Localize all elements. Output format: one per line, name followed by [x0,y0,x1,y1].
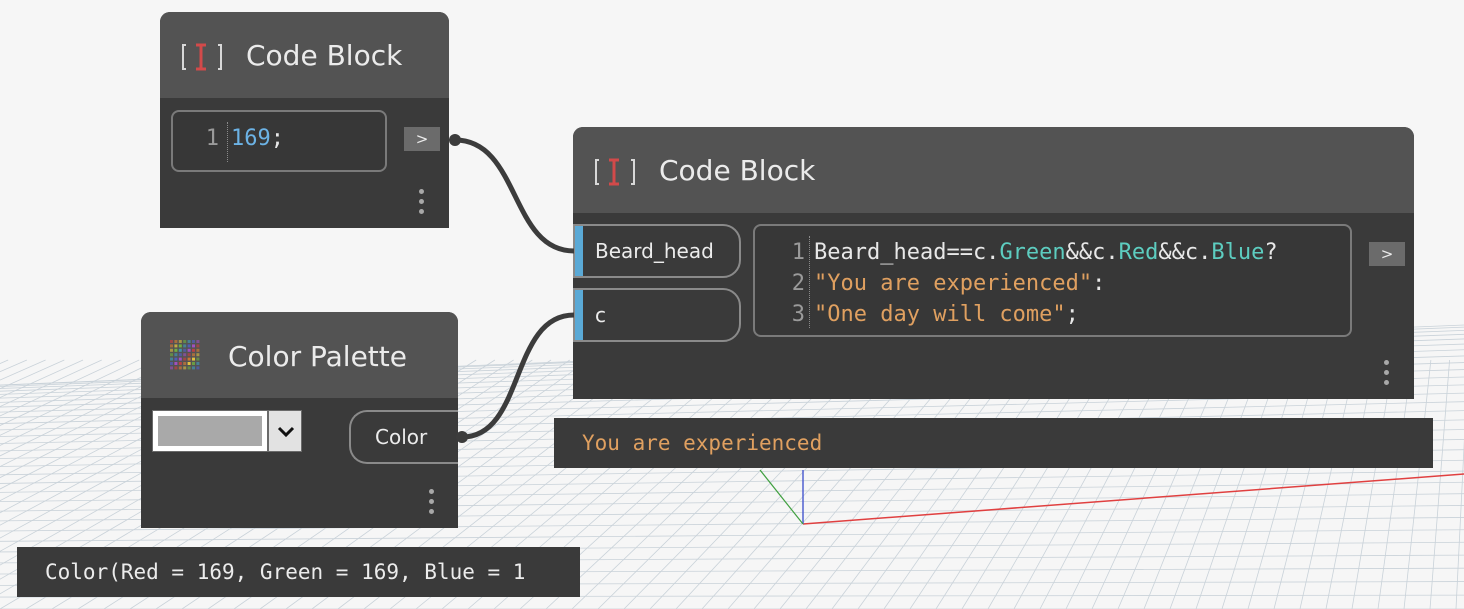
node-menu-icon[interactable] [429,489,435,519]
code-token: ? [1264,240,1278,265]
chevron-down-icon [277,426,295,438]
port-accent [575,290,583,340]
code-block-icon [595,158,635,186]
line-gutter [227,122,228,162]
output-port-color[interactable]: Color [349,410,458,464]
node-preview-bubble: Color(Red = 169, Green = 169, Blue = 1 [17,547,580,597]
node-title: Code Block [659,154,816,187]
code-terminator: ; [270,126,284,151]
code-block-node-main[interactable]: Code Block Beard_head c 1 2 3 Beard_head… [573,127,1414,399]
node-title: Code Block [246,39,403,72]
code-line: 169; [231,126,284,151]
input-port-label: c [595,303,606,327]
selected-color-swatch [158,416,262,446]
input-port-beard-head[interactable]: Beard_head [573,224,741,278]
code-token: Blue [1211,240,1265,265]
preview-value: Color(Red = 169, Green = 169, Blue = 1 [45,560,526,584]
node-preview-bubble: You are experienced [554,418,1433,468]
code-token: Beard_head==c. [814,240,1000,265]
port-accent [575,226,583,276]
node-header[interactable] [160,12,449,98]
color-palette-node[interactable]: Color Palette Color [141,312,458,528]
color-swatch-selector[interactable] [152,410,268,452]
code-token: "You are experienced" [814,271,1093,296]
preview-value: You are experienced [582,431,823,455]
axis-y-line [759,469,804,525]
input-port-c[interactable]: c [573,288,741,342]
color-dropdown-button[interactable] [268,410,302,452]
code-number: 169 [231,126,271,151]
node-header[interactable] [573,127,1414,213]
code-line: "You are experienced": [814,271,1105,296]
code-line: "One day will come"; [814,302,1079,327]
code-block-icon [182,43,222,71]
code-token: &&c. [1158,240,1212,265]
code-token: &&c. [1065,240,1119,265]
code-token: Red [1118,240,1159,265]
code-token: : [1092,271,1106,296]
node-menu-icon[interactable] [1384,360,1390,390]
code-block-node-top[interactable]: Code Block 1 169; > [160,12,449,228]
code-token: ; [1065,302,1079,327]
line-number: 2 [791,271,805,296]
output-port-label: Color [375,425,428,449]
axis-x-line [802,473,1464,525]
line-gutter [809,236,810,328]
code-editor[interactable]: 1 2 3 Beard_head==c.Green&&c.Red&&c.Blue… [753,224,1352,337]
line-number: 1 [205,126,219,151]
code-token: Green [999,240,1066,265]
node-menu-icon[interactable] [419,189,425,219]
code-token: "One day will come" [814,302,1066,327]
node-title: Color Palette [228,340,407,373]
color-palette-icon [170,340,200,370]
line-number: 1 [791,240,805,265]
code-editor[interactable]: 1 169; [171,110,387,172]
output-port-button[interactable]: > [404,127,440,151]
line-number: 3 [791,302,805,327]
input-port-label: Beard_head [595,239,714,263]
code-line: Beard_head==c.Green&&c.Red&&c.Blue? [814,240,1278,265]
output-port-button[interactable]: > [1369,242,1405,266]
